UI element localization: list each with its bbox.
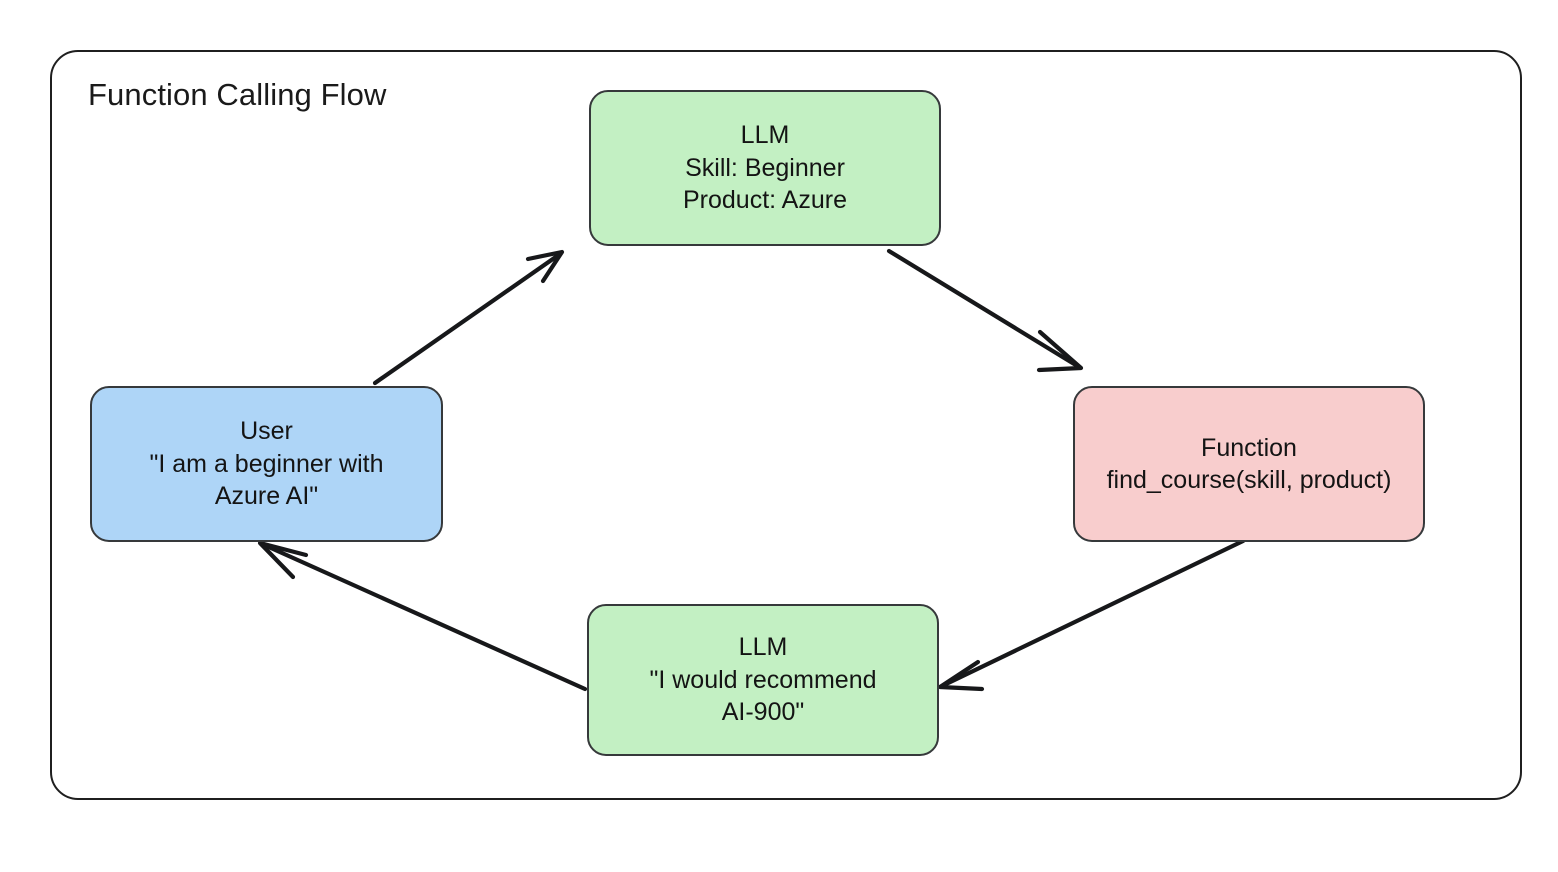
edge-function-to-llm-answer (937, 538, 1246, 692)
edge-llm-parse-to-function (886, 248, 1084, 373)
node-function-line-2: find_course(skill, product) (1106, 466, 1392, 494)
node-user-line-3: Azure AI" (214, 482, 319, 511)
edge-user-to-llm-parse (372, 249, 565, 386)
node-llm-parse[interactable]: LLM Skill: Beginner Product: Azure (589, 90, 941, 246)
node-function-line-1: Function (1201, 433, 1297, 462)
node-llm-answer[interactable]: LLM "I would recommend AI-900" (587, 604, 939, 756)
node-llm-answer-line-1: LLM (738, 633, 788, 662)
node-user-line-2: "I am a beginner with (149, 449, 384, 478)
node-user[interactable]: User "I am a beginner with Azure AI" (90, 386, 443, 542)
node-function[interactable]: Function find_course(skill, product) (1073, 386, 1425, 542)
diagram-frame (50, 50, 1522, 800)
node-user-line-1: User (240, 417, 293, 446)
node-llm-parse-line-2: Skill: Beginner (685, 153, 845, 182)
node-llm-parse-line-3: Product: Azure (683, 186, 847, 215)
node-llm-answer-line-3: AI-900" (721, 698, 805, 727)
node-llm-parse-line-1: LLM (740, 121, 790, 150)
diagram-title: Function Calling Flow (88, 77, 387, 112)
edge-llm-answer-to-user (257, 540, 588, 692)
node-llm-answer-line-2: "I would recommend (649, 665, 877, 694)
